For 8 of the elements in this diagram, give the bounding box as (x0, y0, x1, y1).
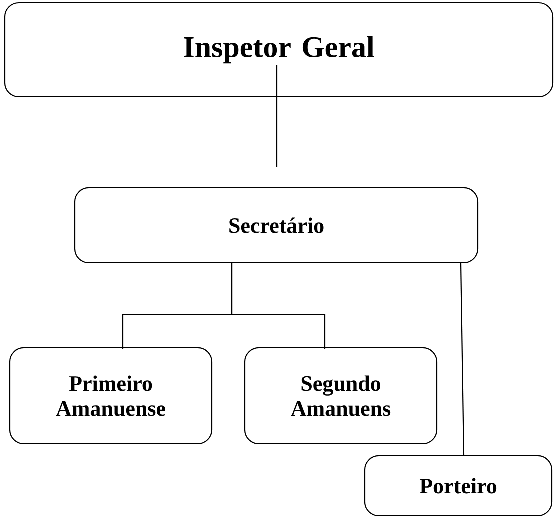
connector-line (276, 65, 278, 167)
role-box: Porteiro (364, 455, 553, 517)
heading-box: Inspetor Geral (4, 2, 554, 98)
connector-line (460, 262, 465, 456)
connector-line (231, 262, 326, 349)
role-box: Segundo Amanuens (244, 347, 438, 445)
role-box: Primeiro Amanuense (9, 347, 213, 445)
role-box: Secretário (74, 187, 479, 264)
